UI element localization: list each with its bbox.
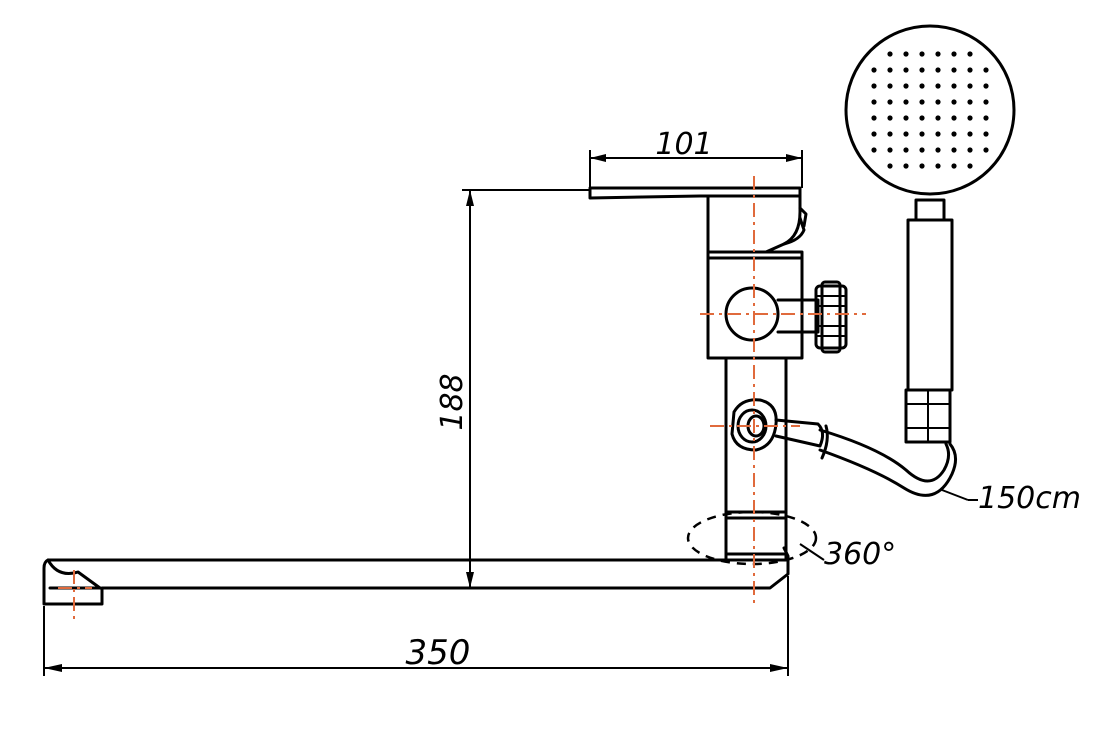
nozzle-dot [903, 163, 909, 169]
rotation-ellipse [686, 510, 818, 566]
nozzle-dot [951, 83, 957, 89]
inlet-hex-nut [814, 280, 848, 354]
height-label: 188 [435, 373, 470, 430]
nozzle-dot [951, 163, 957, 169]
shower-hose [774, 418, 957, 497]
nozzle-dot [951, 131, 957, 137]
nozzle-dot [967, 99, 973, 105]
nozzle-dot [967, 51, 973, 57]
nozzle-dot [887, 67, 893, 73]
rotation-label: 360° [824, 537, 896, 572]
nozzle-dot [903, 99, 909, 105]
nozzle-dot [887, 115, 893, 121]
hose-length-label: 150cm [978, 481, 1081, 516]
nozzle-dot [935, 67, 941, 73]
nozzle-dot [951, 147, 957, 153]
nozzle-dot [903, 83, 909, 89]
nozzle-dot [871, 147, 877, 153]
nozzle-dot [887, 83, 893, 89]
nozzle-dot [967, 115, 973, 121]
nozzle-dot [967, 163, 973, 169]
nozzle-dot [967, 67, 973, 73]
nozzle-dot [935, 51, 941, 57]
shower-head [844, 24, 1016, 196]
callout-150cm: 150cm [941, 481, 1081, 516]
nozzle-dot [951, 115, 957, 121]
nozzle-dot [919, 99, 925, 105]
nozzle-dot [935, 83, 941, 89]
nozzle-dot [871, 99, 877, 105]
nozzle-dot [871, 115, 877, 121]
nozzle-dot [983, 83, 989, 89]
lever-length-label: 101 [655, 127, 712, 162]
nozzle-dot [935, 147, 941, 153]
nozzle-dot [951, 67, 957, 73]
nozzle-dot [871, 131, 877, 137]
nozzle-dot [919, 163, 925, 169]
nozzle-dot [919, 67, 925, 73]
nozzle-dot [919, 131, 925, 137]
shower-nozzles [871, 51, 989, 169]
dimension-188: 188 [435, 189, 590, 588]
lever-handle [588, 186, 808, 254]
callout-360: 360° [799, 537, 896, 572]
nozzle-dot [935, 163, 941, 169]
center-lines [58, 176, 866, 624]
nozzle-dot [935, 115, 941, 121]
nozzle-dot [983, 67, 989, 73]
nozzle-dot [919, 51, 925, 57]
nozzle-dot [983, 99, 989, 105]
spout-length-label: 350 [406, 633, 471, 673]
nozzle-dot [887, 147, 893, 153]
nozzle-dot [903, 115, 909, 121]
nozzle-dot [903, 67, 909, 73]
swivel-collar [686, 510, 818, 566]
nozzle-dot [871, 83, 877, 89]
nozzle-dot [887, 99, 893, 105]
nozzle-dot [983, 147, 989, 153]
nozzle-dot [967, 83, 973, 89]
dimension-101: 101 [589, 127, 803, 196]
nozzle-dot [967, 131, 973, 137]
nozzle-dot [887, 131, 893, 137]
nozzle-dot [919, 83, 925, 89]
nozzle-dot [903, 51, 909, 57]
nozzle-dot [935, 99, 941, 105]
nozzle-dot [903, 147, 909, 153]
nozzle-dot [983, 115, 989, 121]
dimension-350: 350 [43, 576, 789, 676]
nozzle-dot [951, 51, 957, 57]
nozzle-dot [887, 163, 893, 169]
nozzle-dot [951, 99, 957, 105]
hand-shower [844, 24, 1016, 444]
nozzle-dot [983, 131, 989, 137]
nozzle-dot [887, 51, 893, 57]
spout [42, 546, 790, 606]
mixer-body [706, 250, 848, 360]
nozzle-dot [919, 147, 925, 153]
nozzle-dot [903, 131, 909, 137]
nozzle-dot [871, 67, 877, 73]
nozzle-dot [967, 147, 973, 153]
nozzle-dot [919, 115, 925, 121]
nozzle-dot [935, 131, 941, 137]
